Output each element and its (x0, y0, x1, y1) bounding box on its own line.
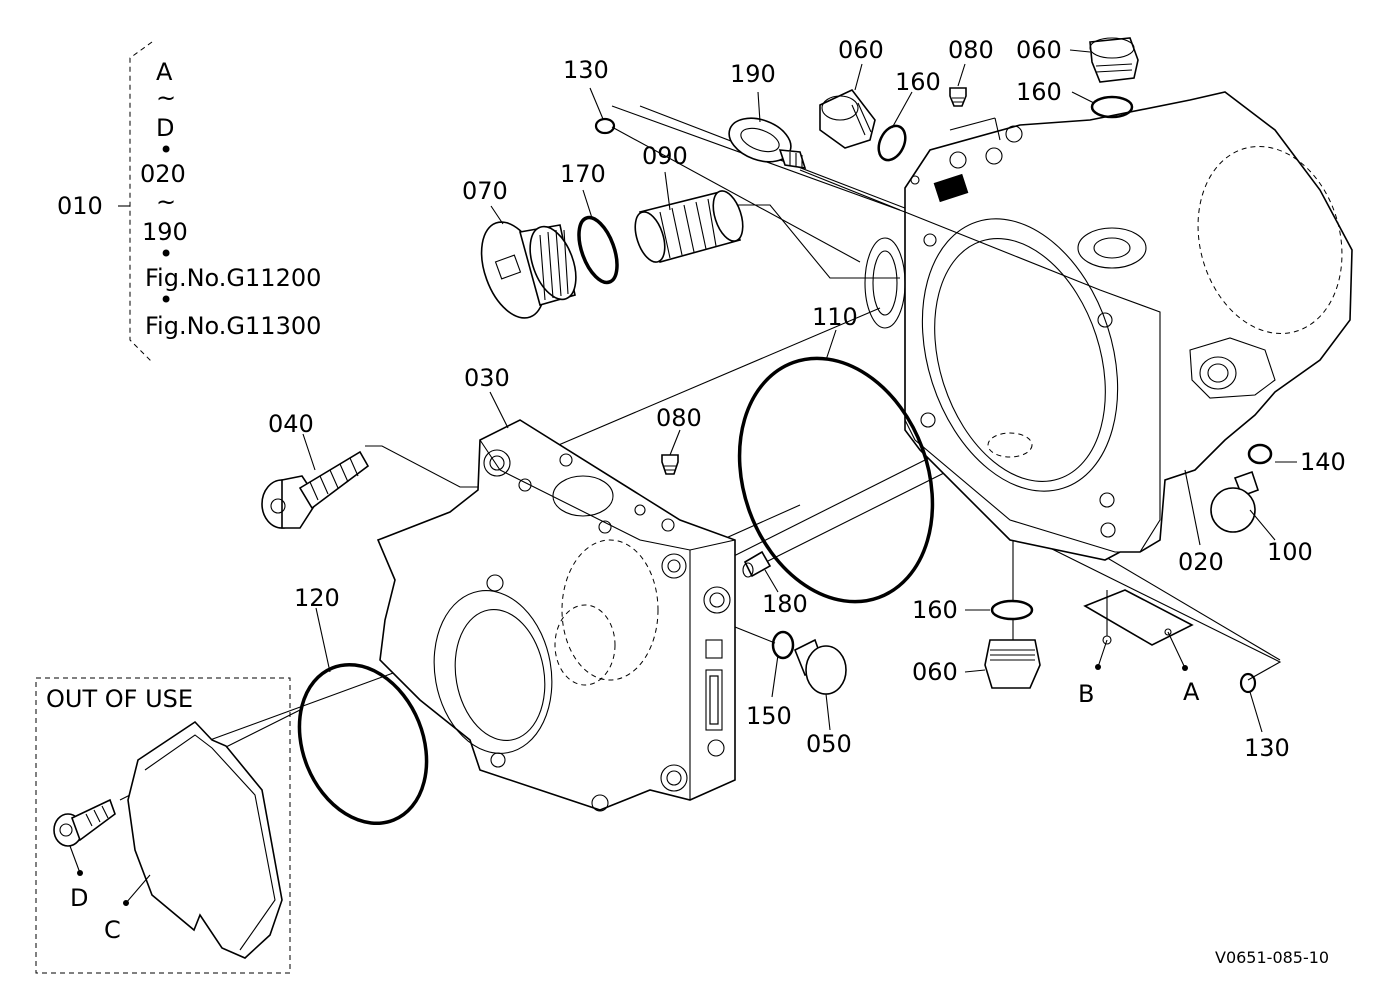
plug-100 (1210, 470, 1260, 533)
bolt-040 (261, 450, 370, 529)
group-code: 010 (57, 192, 103, 220)
cover-screw-d (53, 798, 116, 847)
callout-050: 050 (806, 730, 852, 758)
callout-180: 180 (762, 590, 808, 618)
plug-060-lower (984, 639, 1041, 689)
name-plate-a (1083, 589, 1194, 646)
group-line-2: ~ (156, 84, 176, 112)
o-ring-130-right (1239, 672, 1257, 694)
screw-080-top (949, 87, 967, 107)
callout-030: 030 (464, 364, 510, 392)
callout-160-top-left: 160 (895, 68, 941, 96)
callout-140: 140 (1300, 448, 1346, 476)
plug-060-top-right (1089, 37, 1139, 83)
callout-170: 170 (560, 160, 606, 188)
drawing-id: V0651-085-10 (1215, 948, 1329, 967)
callout-leaders (69, 49, 1297, 904)
o-ring-160-top-left (877, 124, 907, 162)
group-line-10: • (159, 286, 173, 314)
group-line-11: Fig.No.G11300 (145, 312, 321, 340)
group-line-3: D (156, 114, 174, 142)
group-line-8: • (159, 240, 173, 268)
front-cover-030 (376, 419, 736, 812)
o-ring-160-top-right (1090, 95, 1134, 119)
pin-180 (742, 550, 772, 578)
plug-060-top-left (819, 89, 876, 149)
callout-a: A (1183, 678, 1200, 706)
o-ring-150 (771, 630, 795, 660)
group-line-7: 190 (142, 218, 188, 246)
callout-020: 020 (1178, 548, 1224, 576)
screw-080-lower (661, 454, 679, 475)
callout-060-lower: 060 (912, 658, 958, 686)
plug-070 (480, 221, 577, 319)
callout-060-top-right: 060 (1016, 36, 1062, 64)
o-ring-110 (737, 356, 935, 604)
callout-090: 090 (642, 142, 688, 170)
callout-080-top: 080 (948, 36, 994, 64)
callout-060-top-left: 060 (838, 36, 884, 64)
callout-130-right: 130 (1244, 734, 1290, 762)
sleeve-090 (634, 190, 744, 263)
callout-110: 110 (812, 303, 858, 331)
callout-d: D (70, 884, 88, 912)
callout-b: B (1078, 680, 1094, 708)
o-ring-120 (297, 662, 429, 826)
o-ring-130-top (594, 117, 616, 135)
group-line-1: A (156, 58, 173, 86)
callout-080-lower: 080 (656, 404, 702, 432)
callout-150: 150 (746, 702, 792, 730)
callout-100: 100 (1267, 538, 1313, 566)
main-housing-020 (864, 91, 1353, 561)
out-of-use-label: OUT OF USE (46, 685, 193, 713)
callout-160-top-right: 160 (1016, 78, 1062, 106)
o-ring-160-lower (990, 599, 1034, 621)
group-line-5: 020 (140, 160, 186, 188)
out-of-use-box (35, 677, 291, 974)
plug-050 (793, 638, 847, 695)
callout-160-lower: 160 (912, 596, 958, 624)
group-line-9: Fig.No.G11200 (145, 264, 321, 292)
o-ring-170 (577, 215, 619, 285)
group-line-6: ~ (156, 188, 176, 216)
callout-040: 040 (268, 410, 314, 438)
callout-c: C (104, 916, 121, 944)
group-bracket (118, 41, 153, 363)
callout-130-top: 130 (563, 56, 609, 84)
callout-120: 120 (294, 584, 340, 612)
o-ring-140 (1247, 443, 1273, 465)
callout-190: 190 (730, 60, 776, 88)
callout-070: 070 (462, 177, 508, 205)
eye-bolt-190 (728, 117, 807, 169)
group-line-4: • (159, 136, 173, 164)
